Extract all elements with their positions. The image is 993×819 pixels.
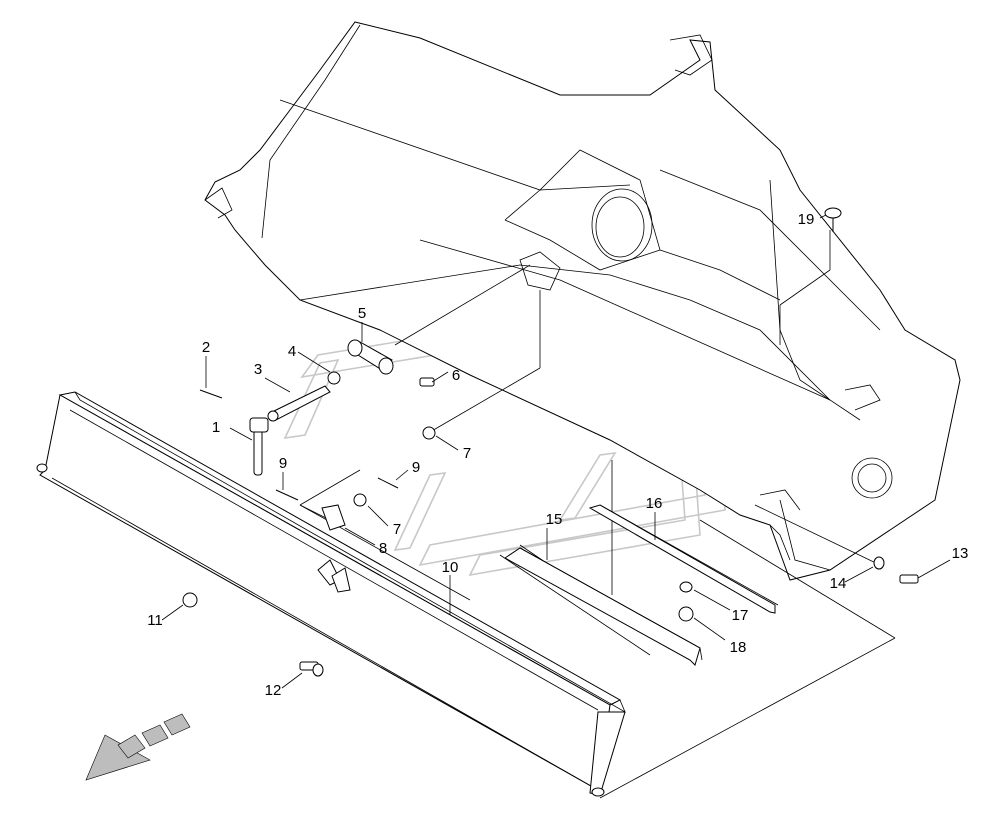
callout-13: 13 <box>952 545 969 562</box>
callout-16: 16 <box>646 495 663 512</box>
callout-9a: 9 <box>279 455 287 472</box>
side-rails <box>504 504 779 666</box>
callout-19: 19 <box>798 211 815 228</box>
callout-8: 8 <box>379 540 387 557</box>
callout-labels: 1 2 3 4 5 6 7 7 8 9 9 10 11 12 13 14 15 … <box>147 211 968 699</box>
hardware-parts <box>182 207 919 677</box>
callout-15: 15 <box>546 511 563 528</box>
callout-14: 14 <box>830 575 847 592</box>
callout-12: 12 <box>265 682 282 699</box>
callout-7b: 7 <box>393 521 401 538</box>
callout-3: 3 <box>254 361 262 378</box>
callout-1: 1 <box>212 419 220 436</box>
callout-9b: 9 <box>412 459 420 476</box>
callout-10: 10 <box>442 559 459 576</box>
callout-leaders <box>161 214 951 689</box>
callout-6: 6 <box>452 367 460 384</box>
cutter-bar <box>36 391 626 797</box>
callout-5: 5 <box>358 305 366 322</box>
callout-17: 17 <box>732 607 749 624</box>
callout-18: 18 <box>730 639 747 656</box>
callout-7a: 7 <box>463 445 471 462</box>
direction-arrow <box>85 713 191 781</box>
callout-4: 4 <box>288 343 296 360</box>
callout-11: 11 <box>147 612 163 629</box>
callout-2: 2 <box>202 339 210 356</box>
machine-housing <box>204 21 961 581</box>
